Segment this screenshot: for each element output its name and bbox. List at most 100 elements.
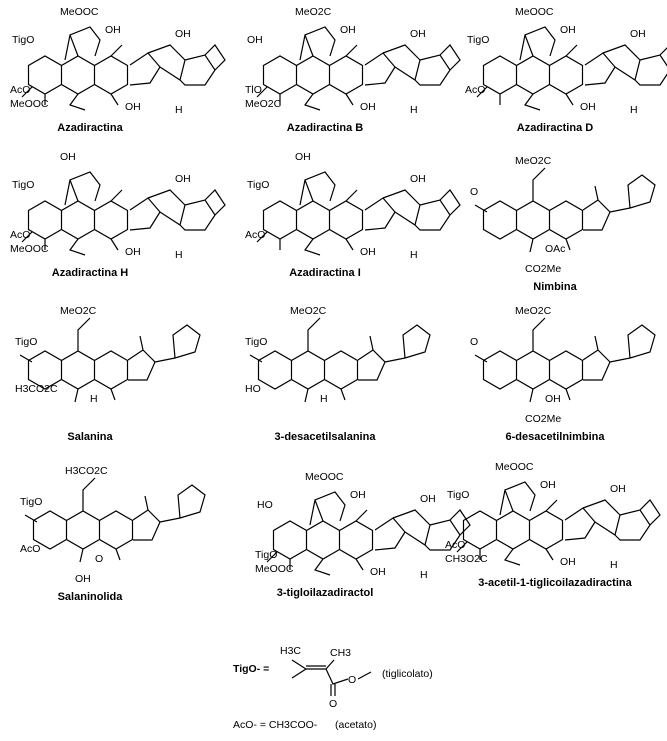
substituent-label: TigO xyxy=(12,179,34,191)
substituent-label: MeOOC xyxy=(10,243,49,255)
tigo-h3c-label: H3C xyxy=(280,645,301,657)
substituent-label: TigO xyxy=(12,34,34,46)
molecule-azadiractina-d: TigO MeOOC OH AcO OH OH H Azadiractina D xyxy=(465,6,667,134)
substituent-label: OH xyxy=(175,28,191,40)
substituent-label: OAc xyxy=(545,243,565,255)
substituent-label: H xyxy=(630,104,638,116)
legend: TigO- = H3C CH3 O O (tiglicolato) AcO- =… xyxy=(233,645,433,731)
substituent-label: MeO2C xyxy=(245,98,282,110)
molecule-6-desacetilnimbina: MeO2C O OH CO2Me 6-desacetilnimbina xyxy=(470,305,656,443)
substituent-label: H xyxy=(420,569,428,581)
molecule-salanina: MeO2C TigO H3CO2C H Salanina xyxy=(15,305,201,443)
substituent-label: H3CO2C xyxy=(15,383,58,395)
substituent-label: H xyxy=(410,249,418,261)
substituent-label: MeO2C xyxy=(295,6,332,18)
substituent-label: OH xyxy=(410,173,426,185)
substituent-label: MeOOC xyxy=(60,6,99,18)
molecule-name: Azadiractina B xyxy=(287,122,363,134)
substituent-label: MeO2C xyxy=(290,305,327,317)
substituent-label: CO2Me xyxy=(525,263,561,275)
substituent-label: O xyxy=(470,186,478,198)
substituent-label: MeOOC xyxy=(255,563,294,575)
molecule-skeleton xyxy=(24,477,206,563)
substituent-label: OH xyxy=(360,246,376,258)
tigo-ch3-label: CH3 xyxy=(330,647,351,659)
tigo-definition-label: TigO- = xyxy=(233,663,269,675)
substituent-label: OH xyxy=(580,101,596,113)
substituent-label: TigO xyxy=(20,496,42,508)
tigo-structure-bonds xyxy=(291,659,372,696)
substituent-label: MeO2C xyxy=(60,305,97,317)
substituent-label: OH xyxy=(630,28,646,40)
molecule-name: 3-tigloilazadiractol xyxy=(277,587,374,599)
substituent-label: H3CO2C xyxy=(65,465,108,477)
molecule-skeleton xyxy=(256,171,461,256)
molecule-name: Salanina xyxy=(67,431,113,443)
molecule-skeleton xyxy=(266,491,471,576)
tigo-name-label: (tiglicolato) xyxy=(382,668,433,680)
substituent-label: TlO xyxy=(245,84,262,96)
substituent-label: OH xyxy=(105,24,121,36)
substituent-label: AcO xyxy=(445,539,465,551)
substituent-label: TigO xyxy=(15,336,37,348)
molecule-name: Azadiractina I xyxy=(289,267,361,279)
substituent-label: OH xyxy=(410,28,426,40)
molecule-skeleton xyxy=(21,26,226,111)
substituent-label: TigO xyxy=(467,34,489,46)
substituent-label: CO2Me xyxy=(525,413,561,425)
molecule-skeleton xyxy=(476,26,667,111)
aco-name-label: (acetato) xyxy=(335,719,376,731)
molecule-skeleton xyxy=(21,171,226,256)
substituent-label: OH xyxy=(540,479,556,491)
molecule-skeleton xyxy=(256,26,461,111)
molecule-name: Azadiractina xyxy=(57,122,123,134)
substituent-label: TigO xyxy=(447,489,469,501)
substituent-label: CH3O2C xyxy=(445,553,488,565)
substituent-label: OH xyxy=(370,566,386,578)
molecule-3-desacetilsalanina: MeO2C TigO HO H 3-desacetilsalanina xyxy=(245,305,431,443)
substituent-label: TigO xyxy=(245,336,267,348)
substituent-label: AcO xyxy=(465,84,485,96)
substituent-label: AcO xyxy=(245,229,265,241)
aco-definition-label: AcO- = CH3COO- xyxy=(233,719,318,731)
substituent-label: AcO xyxy=(20,543,40,555)
substituent-label: OH xyxy=(545,393,561,405)
molecule-name: Salaninolida xyxy=(58,591,124,603)
substituent-label: OH xyxy=(295,151,311,163)
tigo-ester-o-label: O xyxy=(348,674,356,686)
substituent-label: H xyxy=(90,393,98,405)
molecule-skeleton xyxy=(19,317,201,403)
molecule-skeleton xyxy=(474,317,656,403)
substituent-label: HO xyxy=(245,383,261,395)
substituent-label: OH xyxy=(420,493,436,505)
molecule-skeleton xyxy=(456,481,661,566)
substituent-label: OH xyxy=(560,24,576,36)
substituent-label: MeOOC xyxy=(10,98,49,110)
substituent-label: H xyxy=(320,393,328,405)
substituent-label: OH xyxy=(175,173,191,185)
substituent-label: MeOOC xyxy=(515,6,554,18)
substituent-label: OH xyxy=(360,101,376,113)
substituent-label: O xyxy=(470,336,478,348)
molecule-name: 6-desacetilnimbina xyxy=(505,431,605,443)
substituent-label: HO xyxy=(257,499,273,511)
substituent-label: MeO2C xyxy=(515,305,552,317)
molecule-name: Azadiractina H xyxy=(52,267,128,279)
substituent-label: OH xyxy=(247,34,263,46)
substituent-label: AcO xyxy=(10,229,30,241)
substituent-label: H xyxy=(610,559,618,571)
molecule-name: Azadiractina D xyxy=(517,122,593,134)
molecule-skeleton xyxy=(249,317,431,403)
substituent-label: MeOOC xyxy=(495,461,534,473)
tigo-carbonyl-o-label: O xyxy=(329,698,337,710)
molecule-name: 3-desacetilsalanina xyxy=(275,431,377,443)
molecule-name: 3-acetil-1-tiglicoilazadiractina xyxy=(478,577,632,589)
substituent-label: MeOOC xyxy=(305,471,344,483)
